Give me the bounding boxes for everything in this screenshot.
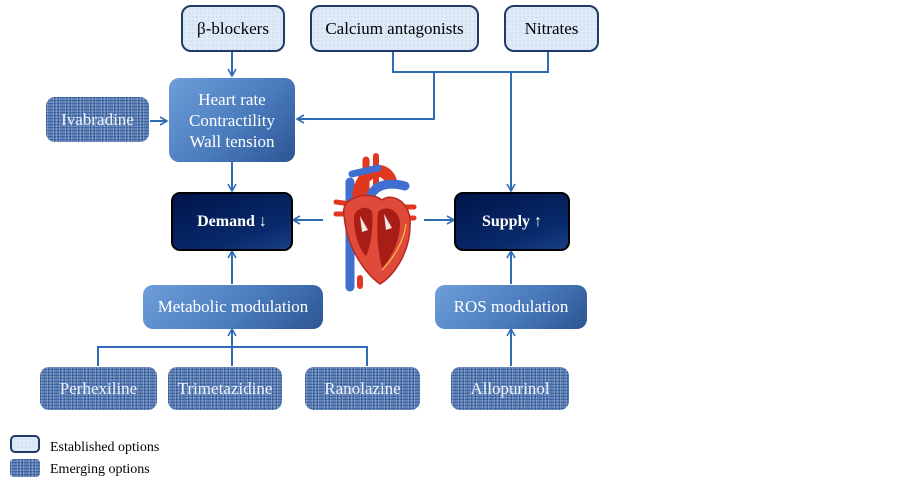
demand-box: Demand ↓ — [171, 192, 293, 251]
trimetazidine-box: Trimetazidine — [168, 367, 282, 410]
perhexiline-label: Perhexiline — [59, 378, 138, 398]
ranolazine-box: Ranolazine — [305, 367, 420, 410]
beta-blockers-box: β-blockers — [181, 5, 285, 52]
arrow-calcium-to-determinants — [295, 72, 435, 124]
supply-box: Supply ↑ — [454, 192, 570, 251]
contractility-label: Contractility — [189, 110, 275, 130]
supply-label: Supply ↑ — [481, 212, 543, 230]
legend-emerging-label: Emerging options — [50, 462, 150, 477]
metabolic-modulation-label: Metabolic modulation — [157, 297, 309, 316]
wall-tension-label: Wall tension — [189, 131, 275, 151]
legend-emerging-swatch — [10, 459, 40, 477]
calcium-antagonists-box: Calcium antagonists — [310, 5, 479, 52]
beta-blockers-label: β-blockers — [197, 18, 269, 38]
allopurinol-box: Allopurinol — [451, 367, 569, 410]
legend-established-swatch — [10, 435, 40, 453]
line-calcium-nitrates-bar — [392, 50, 549, 73]
ros-modulation-label: ROS modulation — [453, 297, 569, 316]
trimetazidine-label: Trimetazidine — [177, 378, 273, 398]
perhexiline-box: Perhexiline — [40, 367, 157, 410]
nitrates-label: Nitrates — [524, 18, 579, 38]
allopurinol-label: Allopurinol — [470, 378, 550, 398]
ivabradine-box: Ivabradine — [46, 97, 149, 142]
heart-illustration — [333, 153, 417, 292]
ros-modulation-box: ROS modulation — [435, 285, 587, 329]
metabolic-modulation-box: Metabolic modulation — [143, 285, 323, 329]
ranolazine-label: Ranolazine — [324, 378, 401, 398]
determinants-box: Heart rate Contractility Wall tension — [169, 78, 295, 162]
nitrates-box: Nitrates — [504, 5, 599, 52]
ivabradine-label: Ivabradine — [61, 109, 134, 129]
calcium-antagonists-label: Calcium antagonists — [325, 18, 464, 38]
heart-rate-label: Heart rate — [198, 89, 266, 109]
demand-label: Demand ↓ — [197, 212, 267, 230]
legend-established-label: Established options — [50, 440, 160, 455]
